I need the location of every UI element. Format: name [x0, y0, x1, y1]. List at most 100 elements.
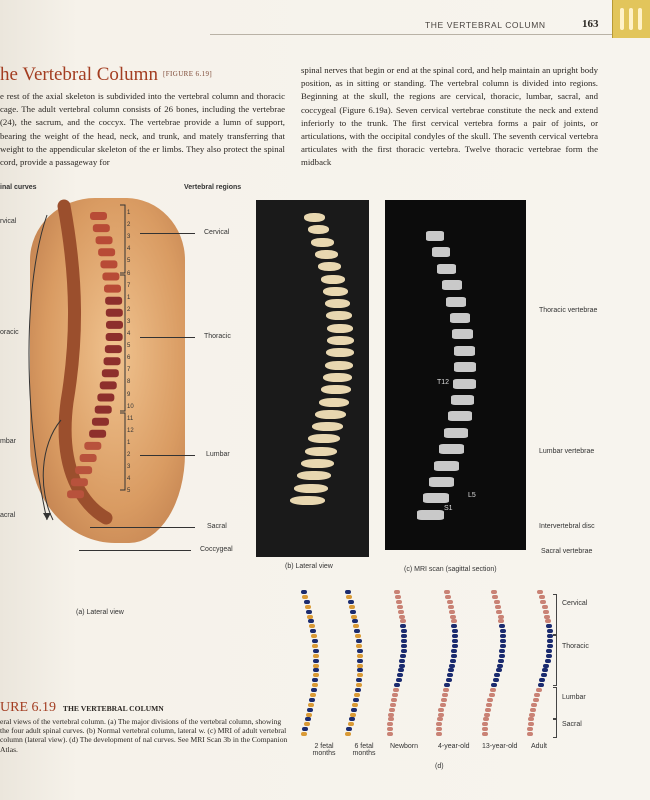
development-vertebra	[309, 697, 316, 702]
photo-vertebra	[297, 471, 331, 481]
development-vertebra	[444, 590, 450, 594]
development-vertebra	[530, 707, 537, 712]
development-vertebra	[348, 604, 355, 609]
development-vertebra	[356, 648, 363, 653]
development-vertebra	[307, 707, 314, 712]
lateral-vertebra	[105, 320, 123, 329]
thoracic-brace	[553, 635, 557, 686]
development-vertebra	[395, 594, 402, 599]
mri-vertebra	[453, 378, 476, 389]
development-vertebra	[543, 609, 550, 614]
mri-vertebra	[453, 345, 476, 356]
development-vertebra	[437, 712, 444, 717]
development-vertebra	[353, 624, 360, 629]
vertebra-number: 7	[127, 367, 131, 374]
vertebra-number: 2	[127, 306, 131, 313]
lateral-vertebra	[103, 284, 121, 293]
development-vertebra	[490, 688, 497, 692]
development-vertebra	[400, 639, 407, 643]
development-vertebra	[482, 722, 489, 727]
development-vertebra	[499, 624, 506, 629]
page-number: 163	[582, 18, 599, 30]
development-vertebra	[351, 614, 358, 619]
vertebra-number: 2	[127, 222, 131, 229]
development-vertebra	[499, 643, 506, 648]
development-vertebra	[312, 673, 319, 678]
development-vertebra	[387, 732, 393, 737]
development-vertebra	[350, 712, 357, 717]
development-vertebra	[497, 614, 504, 619]
development-vertebra	[446, 673, 453, 678]
age-label-4-year: 4-year-old	[438, 743, 470, 750]
development-vertebra	[351, 707, 358, 712]
development-vertebra	[312, 668, 319, 673]
mri-vertebra	[439, 444, 464, 455]
vertebra-number: 7	[127, 282, 131, 289]
development-vertebra	[356, 653, 363, 658]
development-vertebra	[304, 717, 311, 722]
development-vertebra	[534, 692, 541, 697]
lateral-vertebra	[98, 248, 116, 257]
lateral-vertebra	[67, 490, 85, 499]
development-vertebra	[546, 639, 553, 643]
vertebra-number: 5	[127, 258, 131, 265]
right-column-text: spinal nerves that begin or end at the s…	[301, 65, 598, 168]
development-vertebra	[546, 629, 553, 634]
development-vertebra	[545, 653, 552, 658]
development-vertebra	[546, 648, 553, 653]
development-vertebra	[396, 673, 403, 678]
development-vertebra	[488, 692, 495, 697]
mri-sacral-label: Sacral vertebrae	[541, 548, 593, 555]
lateral-vertebra	[79, 454, 97, 462]
development-vertebra	[397, 604, 404, 609]
lateral-vertebra	[91, 417, 109, 426]
development-vertebra	[346, 594, 353, 599]
figure-number: URE 6.19	[0, 700, 56, 715]
development-vertebra	[495, 604, 502, 609]
development-vertebra	[306, 712, 313, 717]
development-vertebra	[448, 609, 455, 614]
development-vertebra	[532, 697, 539, 702]
mri-vertebra	[417, 509, 444, 520]
lateral-vertebra	[94, 405, 112, 414]
development-vertebra	[499, 629, 506, 634]
development-vertebra	[391, 697, 398, 702]
development-vertebra	[303, 722, 310, 727]
development-vertebra	[395, 678, 402, 683]
development-vertebra	[307, 614, 314, 619]
vertebra-number: 3	[127, 464, 131, 471]
development-vertebra	[451, 643, 458, 648]
development-vertebra	[491, 683, 498, 688]
thoracic-region-label: Thoracic	[204, 333, 231, 340]
photo-vertebra	[324, 299, 351, 309]
vertebra-number: 6	[127, 270, 131, 277]
development-vertebra	[400, 629, 407, 634]
vertebra-number: 5	[127, 343, 131, 350]
sacral-brace	[553, 719, 557, 738]
development-vertebra	[451, 639, 458, 643]
vertebra-number: 4	[127, 476, 131, 483]
mri-t12-label: T12	[437, 379, 450, 386]
vertebra-number: 9	[127, 391, 131, 398]
development-vertebra	[498, 653, 505, 658]
development-vertebra	[302, 594, 309, 599]
thoracic-leader-line	[140, 337, 195, 338]
development-thoracic-label: Thoracic	[562, 643, 589, 650]
development-vertebra	[309, 624, 316, 629]
development-vertebra	[485, 702, 492, 707]
development-vertebra	[304, 604, 311, 609]
development-vertebra	[441, 692, 448, 697]
sacral-curve-label: acral	[0, 512, 16, 519]
development-vertebra	[497, 658, 504, 663]
development-vertebra	[347, 599, 354, 604]
development-vertebra	[352, 619, 359, 624]
development-vertebra	[496, 609, 503, 614]
lateral-vertebra	[97, 393, 115, 402]
development-vertebra	[445, 594, 452, 599]
lumbar-brace	[553, 687, 557, 719]
development-vertebra	[356, 643, 363, 648]
mri-vertebra	[453, 362, 476, 373]
mri-vertebra	[452, 329, 474, 340]
development-vertebra	[399, 658, 406, 663]
development-vertebra	[348, 717, 355, 722]
